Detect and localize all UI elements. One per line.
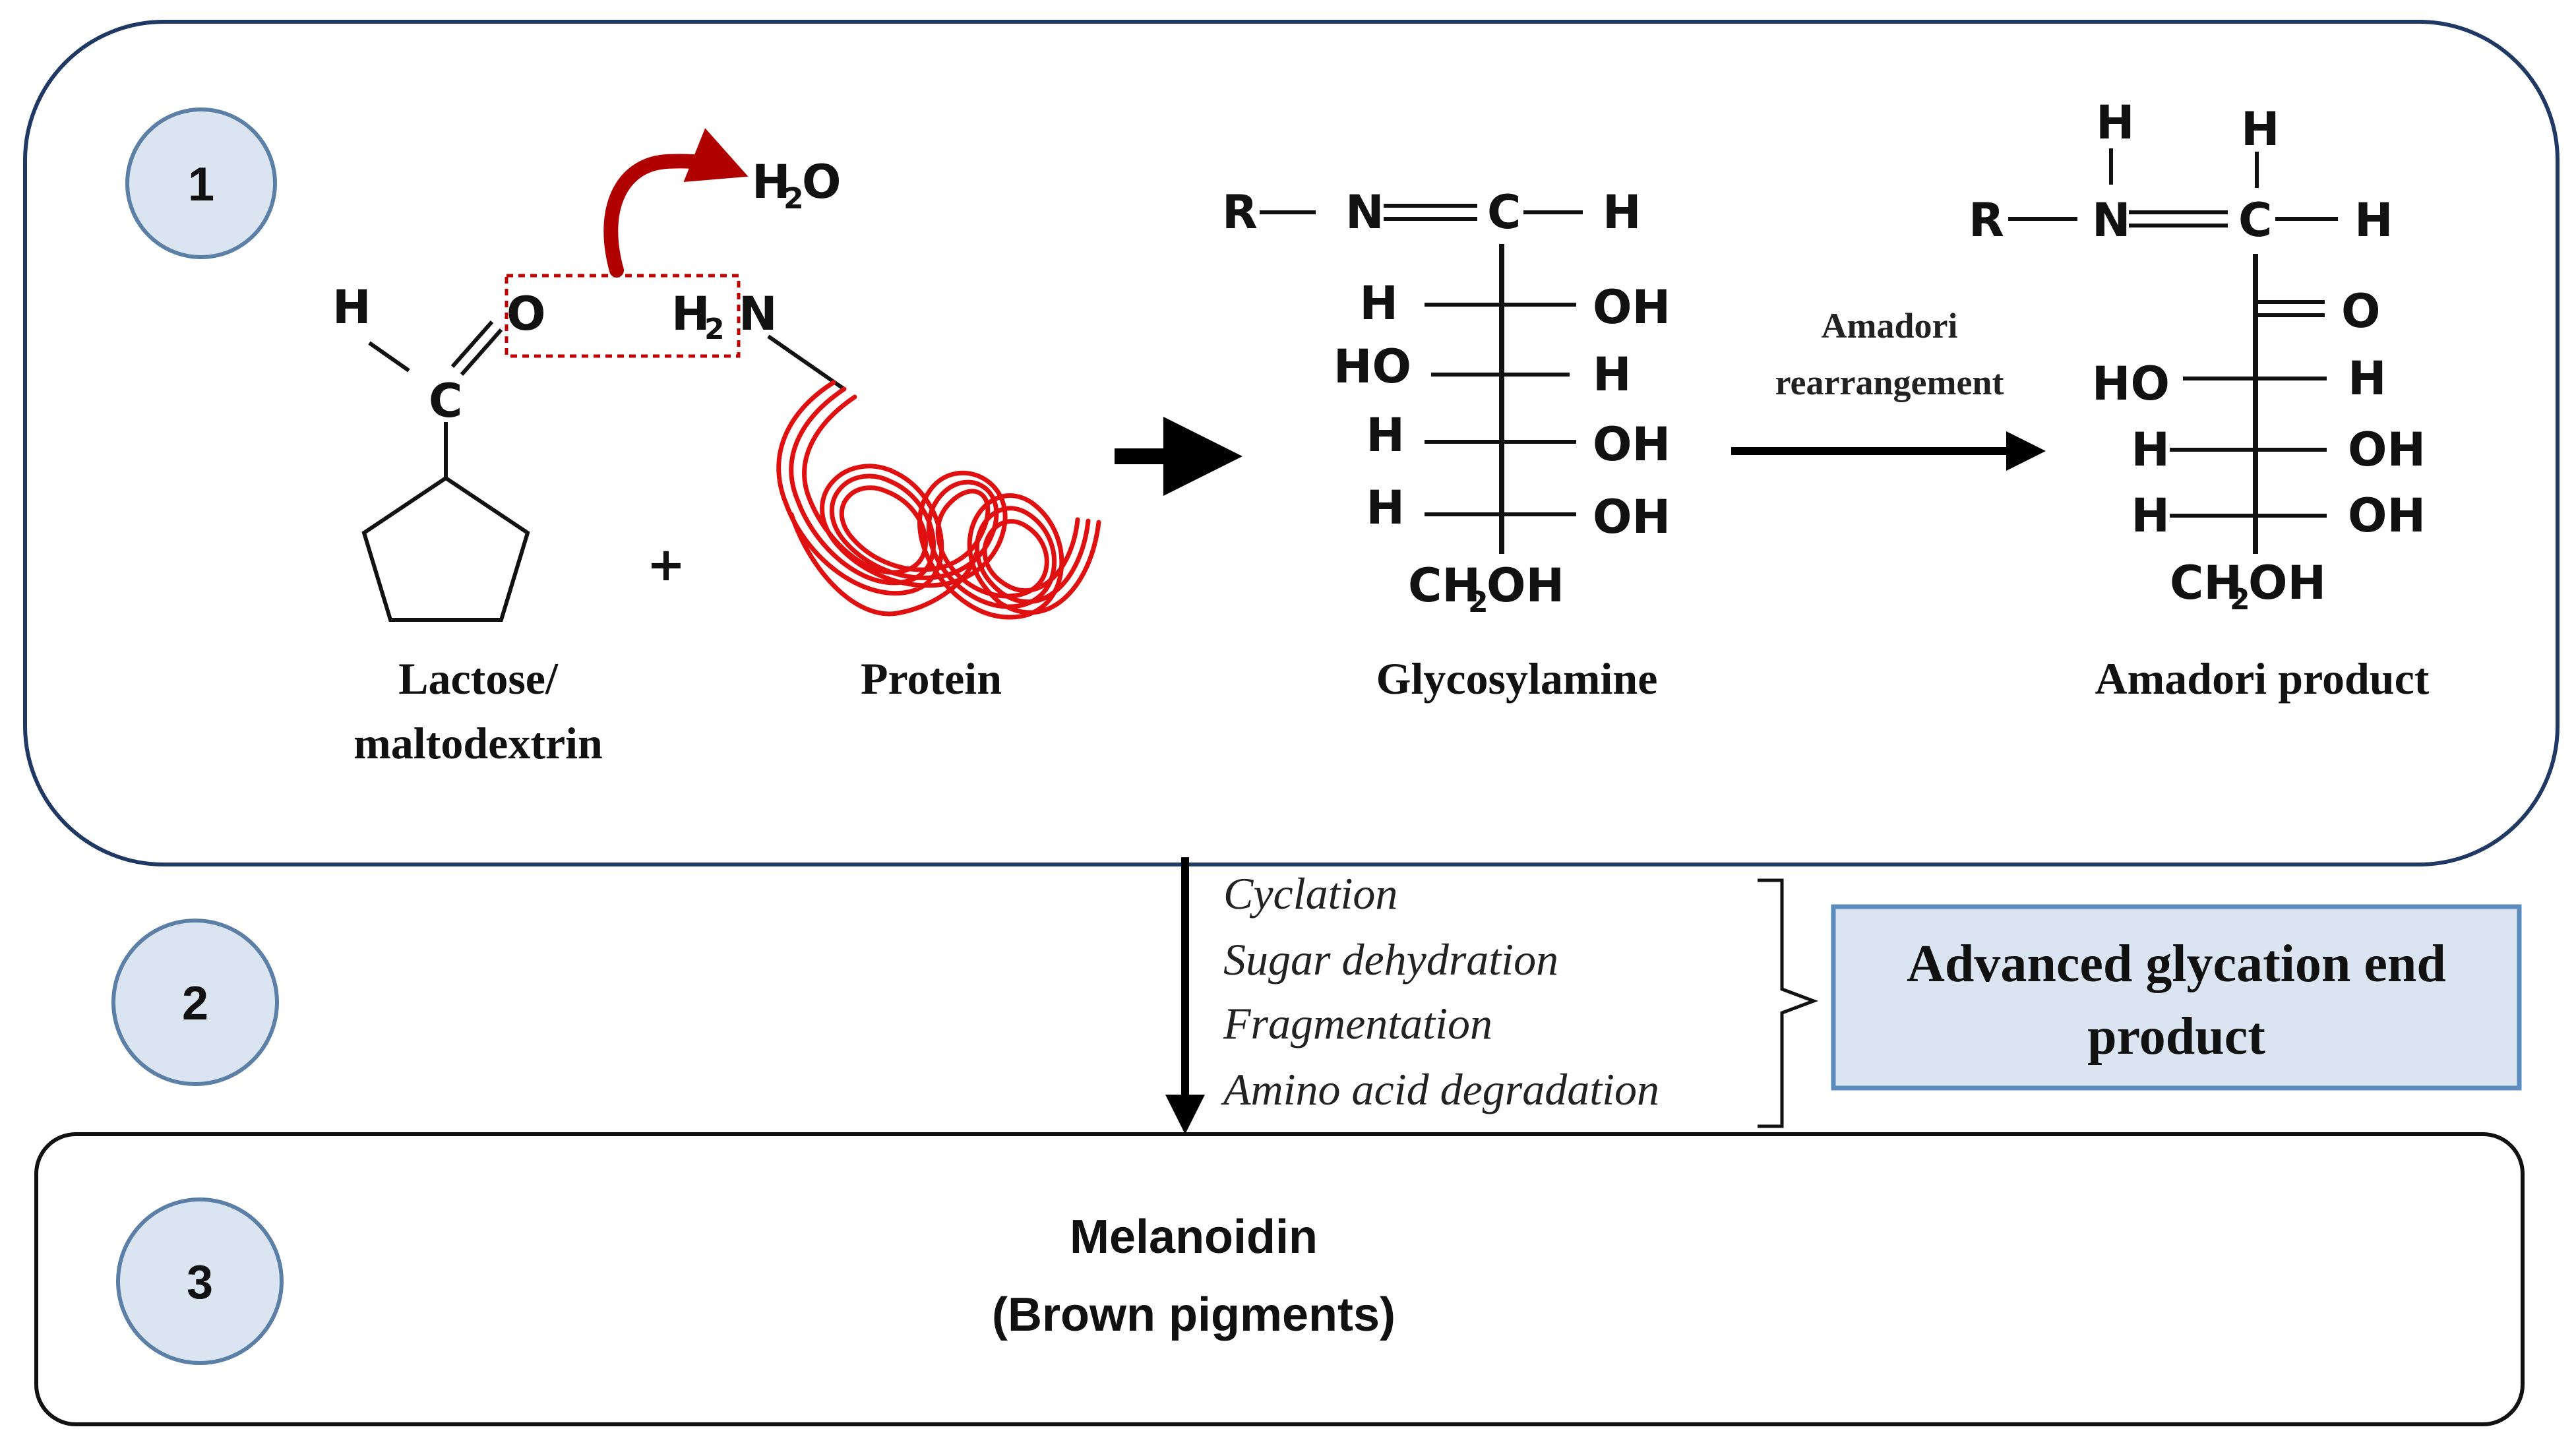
amine-subscript: 2 — [704, 313, 725, 346]
amadori-row2-left: H — [2131, 423, 2170, 477]
glyco-h1: H — [1603, 185, 1641, 239]
amadori-n: N — [2092, 193, 2131, 247]
glyco-r: R — [1222, 185, 1258, 239]
amine-n: N — [739, 287, 778, 341]
amadori-product-label: Amadori product — [2095, 653, 2430, 704]
glycosylamine-structure: R N C H H OH HO H H OH H OH CH 2 OH Glyc… — [1222, 185, 1671, 704]
glyco-row1-left: H — [1359, 276, 1398, 330]
sugar-o-atom: O — [506, 287, 546, 341]
amadori-h1: H — [2354, 193, 2393, 247]
process-fragmentation: Fragmentation — [1223, 998, 1492, 1048]
melanoidin-subtitle: (Brown pigments) — [992, 1288, 1395, 1341]
glyco-row1-right: OH — [1593, 280, 1671, 334]
amadori-ch-subscript: 2 — [2230, 583, 2250, 617]
water-h: H — [752, 155, 791, 209]
rearrangement-label-line2: rearrangement — [1775, 363, 2004, 402]
melanoidin-title: Melanoidin — [1070, 1211, 1318, 1263]
cyclopentane-ring — [361, 475, 530, 622]
glyco-row3-left: H — [1366, 408, 1405, 462]
amine-h: H — [671, 287, 710, 341]
glyco-row2-left: HO — [1334, 340, 1411, 394]
step-3-badge: 3 — [116, 1197, 284, 1365]
water-elimination: H 2 O — [603, 128, 842, 278]
glyco-row4-right: OH — [1593, 490, 1671, 544]
process-amino-acid-degradation: Amino acid degradation — [1221, 1064, 1659, 1114]
amadori-row2-right: OH — [2348, 423, 2426, 477]
amadori-h-on-c: H — [2241, 102, 2280, 156]
age-label-line2: product — [2087, 1008, 2265, 1066]
glyco-row2-right: H — [1593, 348, 1632, 402]
sugar-molecule: H C O Lactose/ maltodextrin — [332, 280, 603, 768]
glyco-row3-right: OH — [1593, 417, 1671, 471]
stage1-panel — [23, 20, 2560, 866]
glyco-ch-subscript: 2 — [1468, 586, 1488, 619]
process-cyclation: Cyclation — [1223, 868, 1397, 919]
glyco-row4-left: H — [1366, 481, 1405, 535]
rearrangement-label-line1: Amadori — [1822, 306, 1958, 346]
glyco-oh: OH — [1487, 559, 1564, 613]
sugar-label-line2: maltodextrin — [353, 718, 603, 768]
step-2-badge: 2 — [111, 919, 279, 1086]
stage3-panel — [34, 1132, 2525, 1426]
sugar-c-atom: C — [429, 374, 462, 428]
step-1-number: 1 — [188, 158, 214, 211]
process-sugar-dehydration: Sugar dehydration — [1223, 934, 1558, 984]
glycosylamine-label: Glycosylamine — [1376, 653, 1658, 704]
amadori-ch: CH — [2170, 556, 2242, 610]
amine-group: H 2 N — [671, 287, 845, 391]
amadori-row1-right: H — [2348, 351, 2387, 406]
glyco-c1: C — [1487, 185, 1521, 239]
step-2-number: 2 — [182, 977, 208, 1030]
amadori-h-on-n: H — [2096, 96, 2135, 150]
water-subscript: 2 — [783, 182, 804, 216]
amadori-product-structure: H H R N C H O HO H H OH H OH CH 2 OH Ama… — [1969, 96, 2430, 704]
age-box: Advanced glycation end product — [1831, 904, 2522, 1091]
amadori-carbonyl-o: O — [2341, 284, 2381, 338]
protein-label: Protein — [861, 653, 1002, 704]
process-bracket — [1758, 878, 1819, 1128]
sugar-h-atom: H — [332, 280, 371, 334]
amadori-row3-right: OH — [2348, 489, 2426, 543]
step-1-badge: 1 — [125, 107, 277, 259]
glyco-n: N — [1345, 185, 1384, 239]
sugar-label-line1: Lactose/ — [398, 653, 559, 704]
glyco-ch: CH — [1408, 559, 1481, 613]
age-label-line1: Advanced glycation end — [1907, 935, 2446, 993]
amadori-row3-left: H — [2131, 489, 2170, 543]
plus-sign: + — [647, 537, 686, 591]
amadori-c1: C — [2238, 193, 2272, 247]
water-o: O — [802, 155, 842, 209]
amadori-oh: OH — [2248, 556, 2326, 610]
water-release-arrow — [603, 128, 749, 278]
reacting-groups-box — [505, 274, 741, 358]
protein-coil — [776, 380, 1101, 620]
amadori-row1-left: HO — [2092, 357, 2170, 411]
amadori-r: R — [1969, 193, 2004, 247]
step-3-number: 3 — [187, 1256, 213, 1309]
